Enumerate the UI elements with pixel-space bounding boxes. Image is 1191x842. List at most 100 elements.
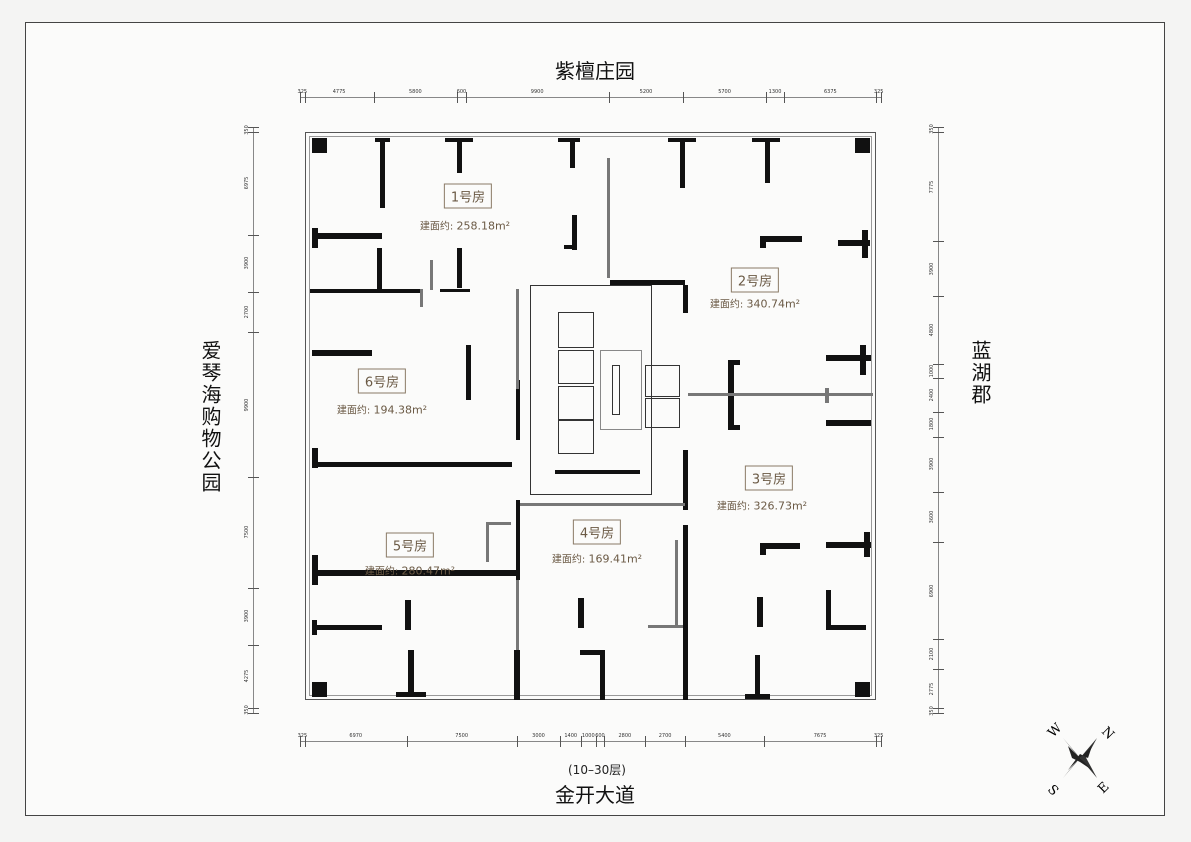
dimension-tick <box>933 542 944 544</box>
dimension-tick <box>248 707 259 709</box>
dimension-label: 1400 <box>564 733 578 739</box>
dimension-tick <box>248 644 259 646</box>
wall <box>516 500 520 580</box>
room-4-name: 4号房 <box>572 519 622 545</box>
dimension-label: 4800 <box>929 323 935 337</box>
dimension-tick <box>933 296 944 298</box>
wall <box>765 138 770 183</box>
wall <box>312 350 372 356</box>
wall <box>312 570 517 576</box>
dimension-tick <box>784 92 786 103</box>
wall <box>457 138 462 173</box>
wall <box>564 245 577 249</box>
wall <box>728 425 740 430</box>
dimension-tick <box>248 331 259 333</box>
dimension-tick <box>881 92 882 103</box>
wall <box>862 230 868 258</box>
room-2-area: 建面约: 340.74m² <box>709 297 801 311</box>
dimension-label: 7500 <box>244 526 250 539</box>
wall <box>312 620 317 635</box>
compass-e: E <box>1095 780 1112 797</box>
dimension-label: 3900 <box>244 609 250 623</box>
dimension-tick <box>645 736 647 747</box>
wall <box>826 542 871 548</box>
dimension-tick <box>684 736 686 747</box>
stair-rail <box>612 365 620 415</box>
dimension-label: 600 <box>456 89 467 95</box>
dimension-label: 1300 <box>768 89 782 95</box>
partition-wall <box>486 522 489 562</box>
dimension-label: 7500 <box>455 733 469 739</box>
wall <box>683 285 688 313</box>
dimension-tick <box>933 713 944 714</box>
dimension-tick <box>933 669 944 671</box>
wall <box>380 138 385 208</box>
wall <box>312 682 327 697</box>
road-east-label: 蓝湖郡 <box>968 340 992 406</box>
dimension-tick <box>406 736 408 747</box>
room-5-label: 5号房 <box>385 532 435 558</box>
dimension-tick <box>248 292 259 294</box>
dimension-label: 2100 <box>929 647 935 661</box>
dimension-label: 2800 <box>618 733 632 739</box>
floor-plan-outline <box>305 132 876 700</box>
partition-wall <box>516 580 519 650</box>
room-3-name: 3号房 <box>744 465 794 491</box>
elevator-2 <box>558 350 594 384</box>
dimension-label: 3900 <box>929 262 935 276</box>
dimension-tick <box>933 363 944 365</box>
dimension-tick <box>300 92 301 103</box>
wall <box>310 289 420 293</box>
wall <box>855 138 870 153</box>
dimension-line-left <box>253 127 254 713</box>
wall <box>838 240 870 246</box>
dimension-tick <box>304 92 306 103</box>
dimension-label: 3900 <box>244 257 250 270</box>
dimension-tick <box>560 736 562 747</box>
wall <box>683 450 688 510</box>
room-3-area: 建面约: 326.73m² <box>716 499 808 513</box>
wall <box>757 597 763 627</box>
dimension-label: 9900 <box>530 89 544 95</box>
floor-range-label: (10–30层) <box>568 763 626 777</box>
drawing-frame <box>25 22 1165 816</box>
partition-wall <box>648 625 683 628</box>
wall <box>855 682 870 697</box>
wall <box>312 625 382 630</box>
dimension-tick <box>248 477 259 479</box>
dimension-tick <box>876 92 878 103</box>
dimension-label: 3600 <box>929 510 935 524</box>
dimension-tick <box>248 587 259 589</box>
compass-w: W <box>1045 720 1066 741</box>
dimension-label: 2775 <box>929 682 935 695</box>
wall <box>312 233 382 239</box>
dimension-label: 6970 <box>349 733 363 739</box>
dimension-label: 325 <box>297 89 308 95</box>
dimension-tick <box>457 92 459 103</box>
room-2-label: 2号房 <box>730 267 780 293</box>
core-area <box>530 285 652 495</box>
dimension-label: 325 <box>873 89 884 95</box>
dimension-line-right <box>938 127 939 713</box>
dimension-label: 6975 <box>244 177 250 190</box>
wall <box>760 543 766 555</box>
dimension-label: 5200 <box>639 89 653 95</box>
dimension-tick <box>465 92 467 103</box>
dimension-tick <box>608 92 610 103</box>
room-1-label: 1号房 <box>443 183 493 209</box>
partition-wall <box>520 503 685 506</box>
wall <box>578 598 584 628</box>
wall <box>760 543 800 549</box>
wall <box>457 248 462 288</box>
dimension-tick <box>933 639 944 641</box>
partition-wall <box>688 393 873 396</box>
elevator-5 <box>645 365 680 397</box>
dimension-tick <box>373 92 375 103</box>
wall <box>826 590 831 630</box>
wall <box>745 694 770 699</box>
dimension-label: 1000 <box>581 733 595 739</box>
dimension-tick <box>248 713 259 714</box>
dimension-tick <box>876 736 878 747</box>
wall <box>572 215 577 250</box>
room-3-label: 3号房 <box>744 465 794 491</box>
